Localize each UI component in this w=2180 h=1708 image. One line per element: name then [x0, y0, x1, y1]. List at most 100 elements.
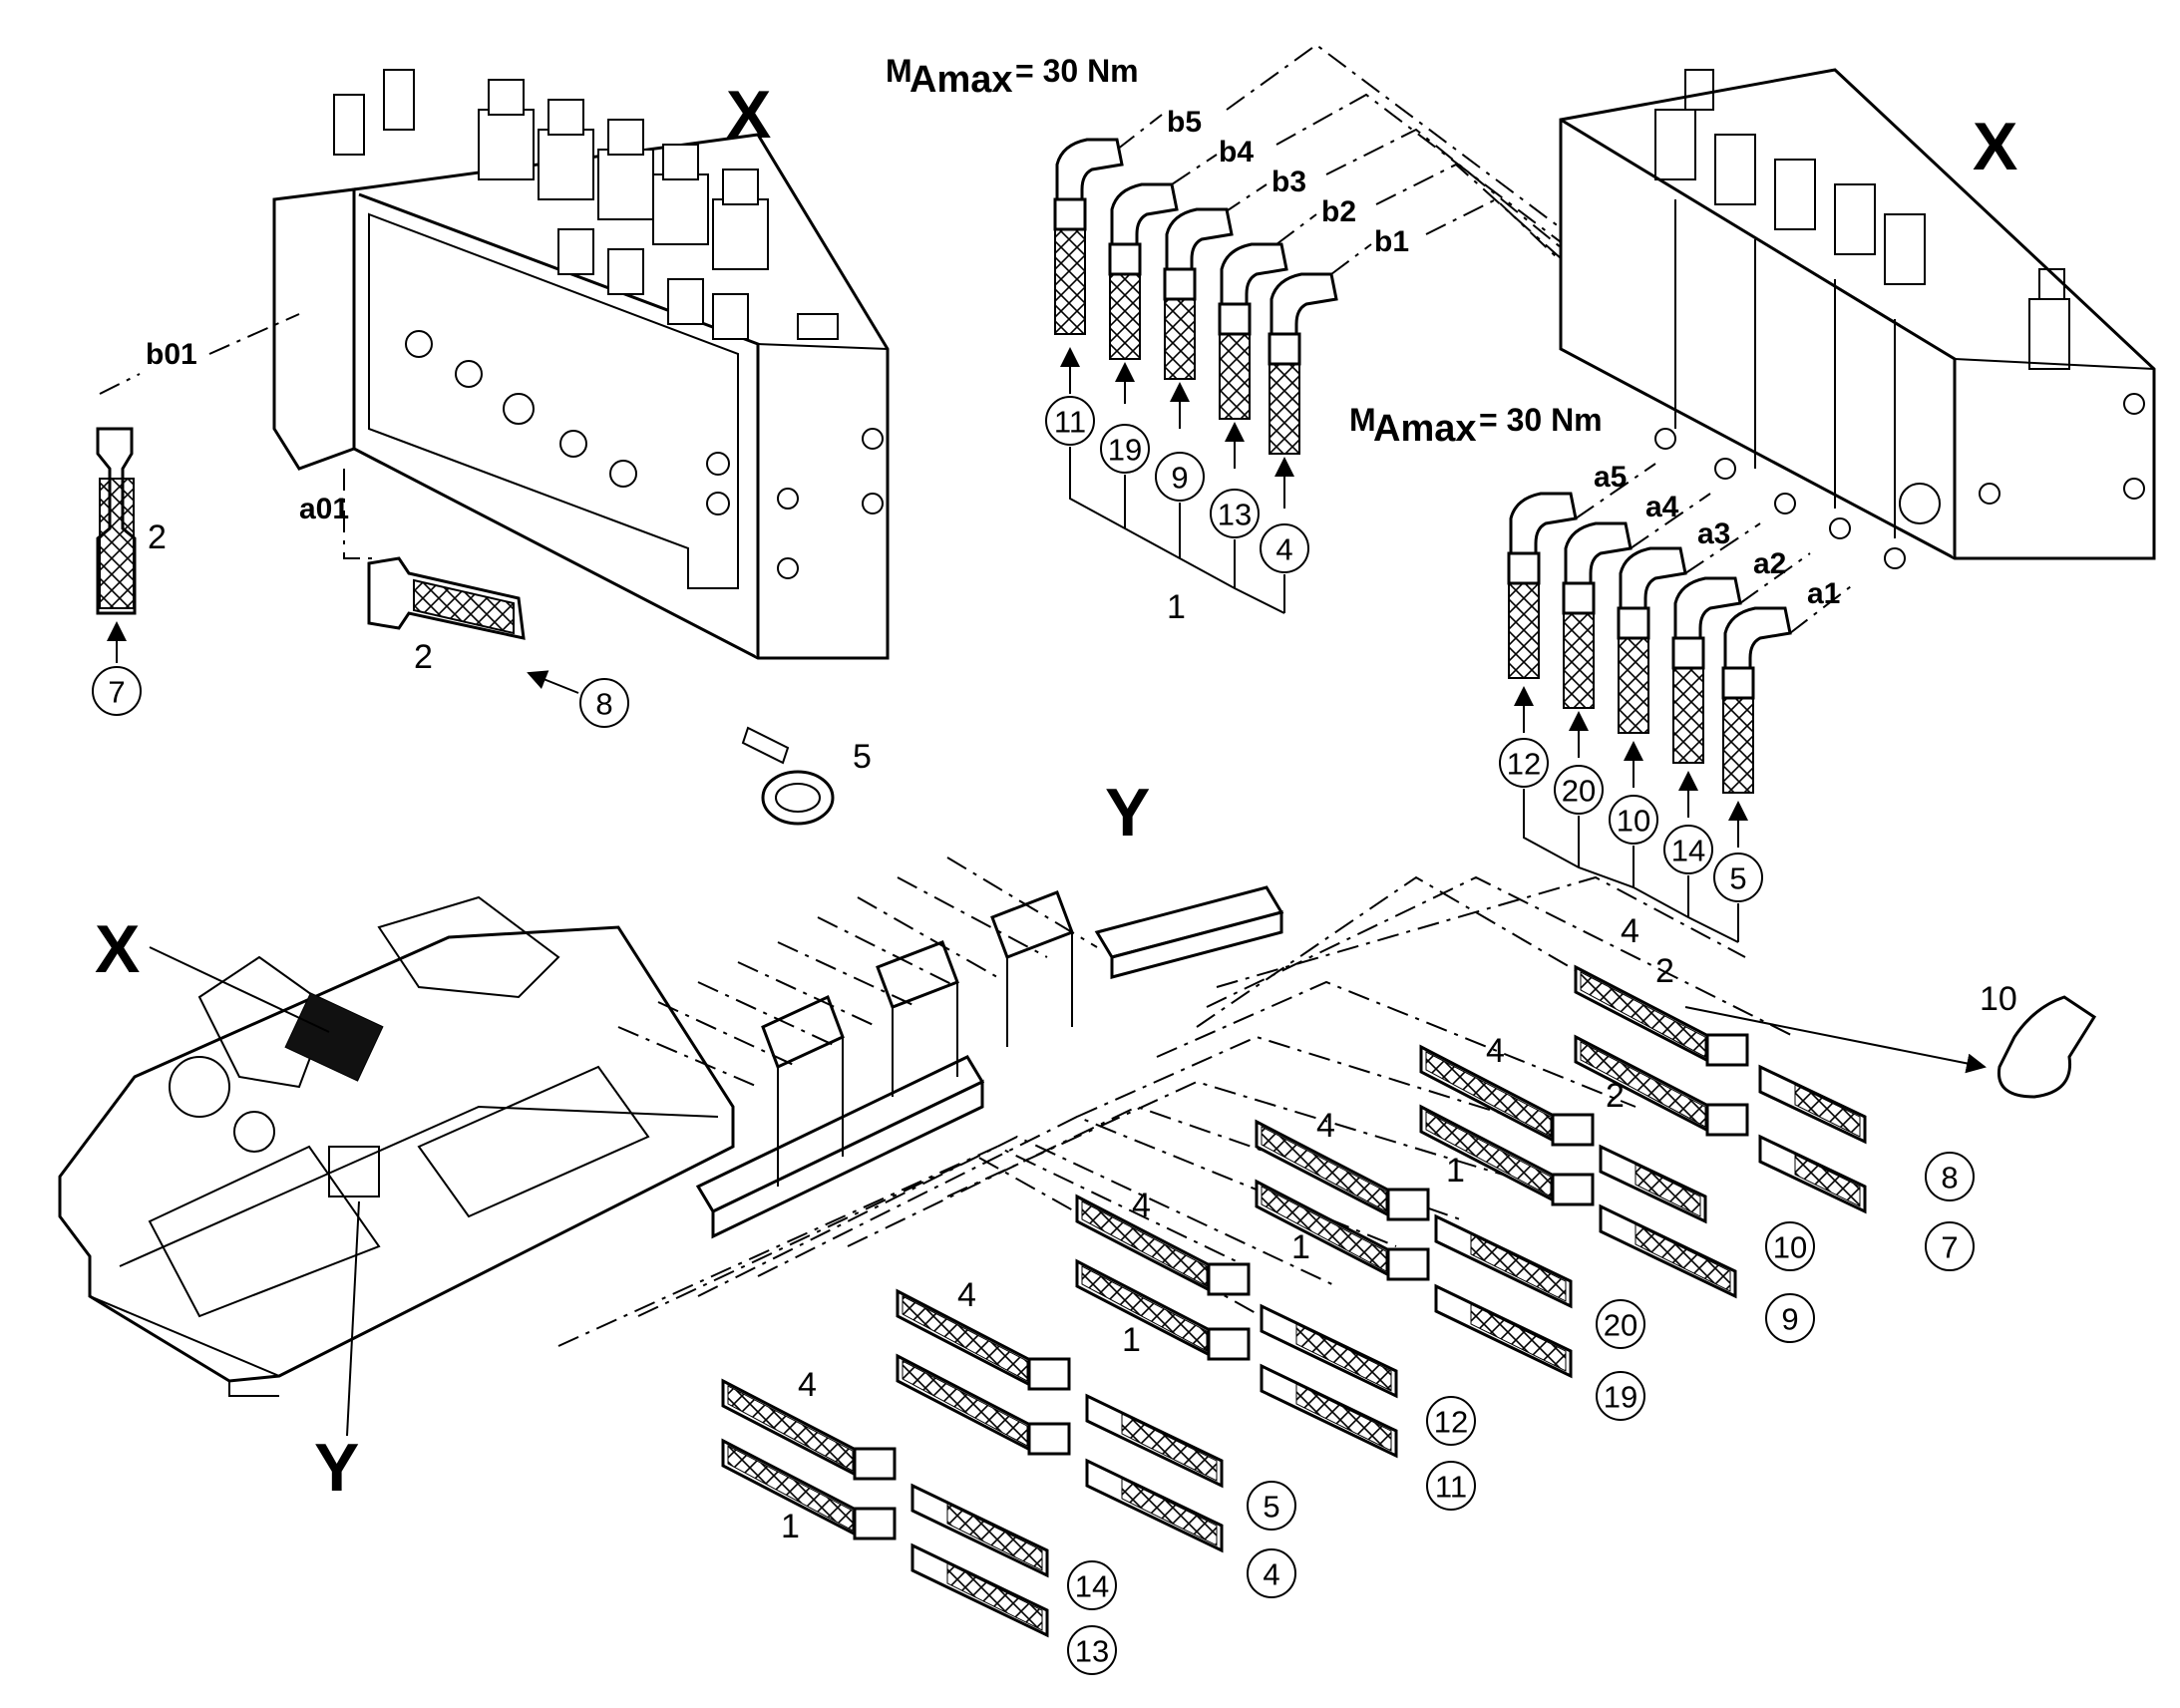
callout-bottom-8: 8	[1925, 1152, 1975, 1201]
hoses-mid-group	[1507, 463, 1856, 848]
port-a3-label: a3	[1697, 517, 1730, 550]
svg-text:M: M	[1349, 402, 1376, 438]
machine-frame	[58, 895, 735, 1397]
callout-bottom-12: 12	[1426, 1396, 1476, 1446]
svg-text:5: 5	[1263, 1490, 1279, 1525]
port-a2-label: a2	[1753, 547, 1786, 580]
svg-text:7: 7	[108, 675, 125, 710]
svg-text:8: 8	[1941, 1161, 1958, 1196]
callout-bottom-7: 7	[1925, 1221, 1975, 1271]
svg-text:12: 12	[1507, 747, 1541, 782]
pointer-x-frame	[149, 946, 330, 1033]
callout-7-left: 7	[92, 666, 142, 716]
svg-text:Amax: Amax	[909, 59, 1013, 101]
pipe-assemblies	[721, 964, 2097, 1638]
port-b5-label: b5	[1167, 106, 1202, 139]
pipe-label-1e: 1	[781, 1508, 800, 1545]
svg-text:13: 13	[1075, 1634, 1109, 1669]
hose-b5	[1053, 138, 1124, 335]
svg-text:5: 5	[1729, 861, 1746, 896]
item-2-label-left: 2	[148, 518, 167, 556]
hose-left-vertical	[96, 427, 137, 663]
clamp-item-label: 5	[853, 738, 872, 776]
hose-a5	[1507, 492, 1578, 679]
clamp-blocks	[695, 885, 1284, 1239]
svg-text:= 30 Nm: = 30 Nm	[1479, 402, 1603, 438]
port-a1-label: a1	[1807, 577, 1840, 610]
hose-a1	[1721, 606, 1792, 794]
svg-text:10: 10	[1773, 1230, 1807, 1265]
pipe-label-1c: 1	[1291, 1228, 1310, 1266]
hose-a2	[1671, 576, 1742, 764]
svg-text:11: 11	[1054, 405, 1086, 440]
port-a01-label: a01	[299, 493, 349, 525]
torque-spec-mid: M Amax = 30 Nm	[1349, 402, 1603, 450]
callout-mid-14: 14	[1663, 825, 1713, 874]
view-x-label-frame: X	[95, 911, 140, 987]
svg-text:12: 12	[1434, 1405, 1468, 1440]
callout-top-13: 13	[1210, 489, 1260, 538]
callout-bottom-5: 5	[1247, 1481, 1296, 1531]
tape-item-label: 10	[1980, 980, 2017, 1018]
svg-text:10: 10	[1617, 804, 1650, 839]
callout-bottom-13: 13	[1067, 1625, 1117, 1675]
callout-bottom-14: 14	[1067, 1560, 1117, 1610]
item-2-label-lower: 2	[414, 638, 433, 676]
pipe-label-1d: 1	[1122, 1321, 1141, 1359]
hoses-top-group	[1053, 138, 1338, 509]
callout-bottom-10: 10	[1765, 1221, 1815, 1271]
svg-text:9: 9	[1781, 1302, 1798, 1337]
svg-text:M: M	[886, 53, 912, 89]
callout-mid-10: 10	[1609, 795, 1658, 845]
hose-b4	[1108, 182, 1179, 360]
pipe-label-4e: 4	[798, 1366, 817, 1404]
svg-text:= 30 Nm: = 30 Nm	[1015, 53, 1139, 89]
svg-text:14: 14	[1671, 834, 1705, 868]
callout-top-11: 11	[1045, 396, 1095, 446]
callout-bottom-4: 4	[1247, 1548, 1296, 1598]
pipe-label-2a: 2	[1655, 952, 1674, 990]
hose-b3	[1163, 207, 1234, 380]
svg-text:4: 4	[1263, 1557, 1279, 1592]
port-b2-label: b2	[1321, 195, 1356, 228]
valve-block-right	[1559, 68, 2156, 569]
svg-text:11: 11	[1435, 1470, 1467, 1505]
svg-text:19: 19	[1108, 433, 1142, 468]
hose-lower-horizontal	[367, 556, 579, 694]
port-b1-label: b1	[1374, 225, 1409, 258]
port-b3-label: b3	[1272, 166, 1306, 198]
pipe-label-4d: 4	[957, 1276, 976, 1314]
callout-bottom-11: 11	[1426, 1461, 1476, 1511]
callout-mid-12: 12	[1499, 738, 1549, 788]
port-b01-label: b01	[146, 338, 197, 371]
svg-text:14: 14	[1075, 1569, 1109, 1604]
svg-text:4: 4	[1275, 532, 1292, 567]
pointer-y-frame	[346, 1200, 360, 1437]
callout-top-4: 4	[1260, 523, 1309, 573]
pipe-label-4c: 4	[1132, 1187, 1151, 1224]
hose-a3	[1617, 546, 1687, 734]
callout-8-lower: 8	[579, 678, 629, 728]
group-1-label-top: 1	[1167, 588, 1186, 626]
callout-bottom-20: 20	[1596, 1299, 1645, 1349]
view-y-label-top: Y	[1105, 775, 1150, 851]
svg-text:20: 20	[1604, 1308, 1637, 1343]
pipe-label-4b: 4	[1316, 1107, 1335, 1145]
svg-text:Amax: Amax	[1373, 408, 1477, 450]
callout-top-19: 19	[1100, 424, 1150, 474]
svg-text:8: 8	[595, 687, 612, 722]
hose-clamp	[741, 726, 835, 826]
pipe-label-4a: 4	[1486, 1032, 1505, 1070]
view-x-label-left: X	[726, 77, 771, 153]
pipe-label-1b: 1	[1446, 1152, 1465, 1190]
hose-a4	[1562, 521, 1633, 709]
pipe-label-2b: 2	[1606, 1077, 1625, 1115]
view-y-label-frame: Y	[314, 1430, 359, 1506]
svg-text:7: 7	[1941, 1230, 1958, 1265]
callout-bottom-19: 19	[1596, 1371, 1645, 1421]
port-a5-label: a5	[1594, 461, 1627, 494]
callout-top-9: 9	[1155, 452, 1205, 502]
valve-block-left	[272, 69, 890, 660]
svg-text:9: 9	[1171, 461, 1188, 496]
